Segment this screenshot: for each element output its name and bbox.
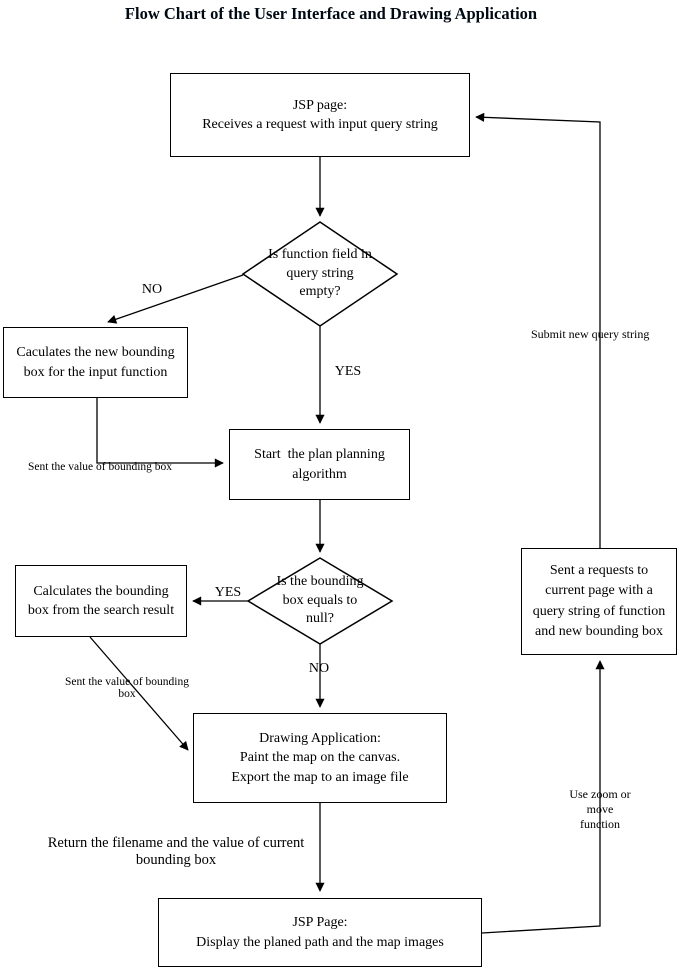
edge-label-no-2: NO <box>308 661 330 676</box>
connector-calc-new-bbox-to-start-plan <box>96 398 224 468</box>
page-title: Flow Chart of the User Interface and Dra… <box>124 4 538 23</box>
node-calculate-bbox-from-search: Calculates the bounding box from the sea… <box>15 565 187 637</box>
node-calculate-new-bounding-box: Caculates the new bounding box for the i… <box>3 327 188 398</box>
connector-sent-request-to-jsp-receive <box>475 112 601 548</box>
node-sent-request-to-current-page: Sent a requests to current page with a q… <box>521 548 677 655</box>
decision-bbox-null-label: Is the bounding box equals to null? <box>276 574 364 627</box>
edge-label-return-filename: Return the filename and the value of cur… <box>47 835 305 868</box>
node-drawing-application: Drawing Application: Paint the map on th… <box>193 713 447 803</box>
edge-label-no-1: NO <box>141 282 163 297</box>
node-jsp-receive-request: JSP page: Receives a request with input … <box>170 73 470 157</box>
decision-bbox-null-shape <box>246 557 394 645</box>
decision-function-empty-label: Is function field in query string empty? <box>268 247 372 300</box>
node-jsp-display-path: JSP Page: Display the planed path and th… <box>158 898 482 967</box>
connector-decision1-no-to-calc-new-bbox <box>107 274 244 324</box>
edge-label-yes-2: YES <box>214 585 242 600</box>
connector-jsp-display-to-sent-request <box>481 660 605 934</box>
edge-label-sent-bounding-box-2: Sent the value of bounding box <box>65 676 189 700</box>
connector-calc-bbox-search-to-drawing-app <box>89 636 189 751</box>
edge-label-use-zoom-or-move: Use zoom or move function <box>569 787 631 831</box>
edge-label-sent-bounding-box-1: Sent the value of bounding box <box>28 461 173 473</box>
edge-label-submit-new-query: Submit new query string <box>531 327 650 341</box>
node-start-plan-planning: Start the plan planning algorithm <box>229 429 410 500</box>
edge-label-yes-1: YES <box>334 364 362 379</box>
decision-function-empty-shape <box>241 221 399 327</box>
